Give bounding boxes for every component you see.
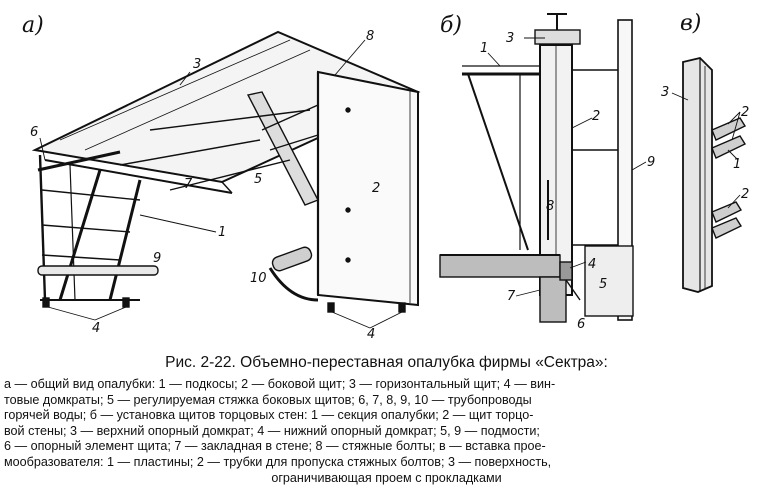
callout-v-2b: 2 [741,187,749,202]
panel-b-label: б) [440,13,462,38]
callout-a-4: 4 [92,321,100,336]
callout-b-7: 7 [507,289,516,304]
caption-title: Рис. 2-22. Объемно-переставная опалубка … [165,354,608,371]
callout-a-5: 5 [254,172,262,187]
panel-a-drawing [31,30,421,329]
caption-line: мообразователя: 1 — пластины; 2 — трубки… [4,454,552,469]
panel-a-callouts: 8 3 6 2 7 5 1 9 10 4 4 [30,29,380,342]
callout-a-4b: 4 [367,327,375,342]
caption-line: горячей воды; б — установка щитов торцов… [4,408,534,423]
callout-b-8: 8 [546,199,554,214]
figure-drawing: а) 8 3 6 2 7 5 1 9 10 4 4 [22,11,749,342]
callout-b-2: 2 [592,109,600,124]
callout-a-3: 3 [193,57,201,72]
caption-line: ограничивающая проем с прокладками [271,470,502,485]
panel-v-drawing [671,57,747,293]
callout-a-7: 7 [184,177,193,192]
callout-b-1: 1 [480,41,488,56]
callout-b-5: 5 [599,277,607,292]
panel-v-callouts: 3 2 1 2 [661,85,749,202]
callout-b-4: 4 [588,257,596,272]
callout-v-1: 1 [733,157,741,172]
panel-b-drawing [439,13,647,323]
panel-b-callouts: 3 1 2 9 8 4 5 7 6 [480,31,655,332]
callout-a-6: 6 [30,125,38,140]
callout-v-3: 3 [661,85,669,100]
callout-b-9: 9 [647,155,655,170]
panel-v-label: в) [680,11,701,36]
panel-a-label: а) [22,13,44,38]
callout-a-2: 2 [372,181,380,196]
callout-a-10: 10 [250,271,267,286]
caption-body: а — общий вид опалубки: 1 — подкосы; 2 —… [4,377,769,486]
callout-b-6: 6 [577,317,585,332]
callout-v-2: 2 [741,105,749,120]
caption-line: товые домкраты; 5 — регулируемая стяжка … [4,392,532,407]
callout-a-8: 8 [366,29,374,44]
caption-line: 6 — опорный элемент щита; 7 — закладная … [4,439,546,454]
caption-line: а — общий вид опалубки: 1 — подкосы; 2 —… [4,377,556,391]
callout-b-3: 3 [506,31,514,46]
callout-a-9: 9 [153,251,161,266]
callout-a-1: 1 [218,225,226,240]
caption-line: вой стены; 3 — верхний опорный домкрат; … [4,423,540,438]
